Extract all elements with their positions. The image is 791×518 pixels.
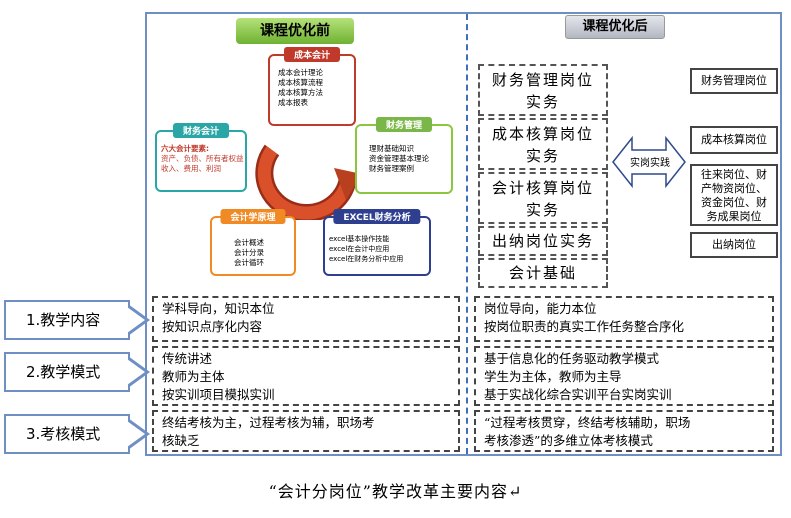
double-arrow-icon xyxy=(612,136,686,188)
row-line: 按实训项目模拟实训 xyxy=(162,387,275,402)
row-line: 按知识点序化内容 xyxy=(162,319,263,334)
row-before-teaching-mode: 传统讲述 教师为主体 按实训项目模拟实训 xyxy=(152,346,460,406)
card-accounting-principles: 会计学原理 会计概述 会计分录 会计循环 xyxy=(210,209,296,276)
post-line: 成本核算岗位 xyxy=(491,125,594,143)
card-line: 六大会计要素: xyxy=(161,144,209,153)
rpost-line: 出纳岗位 xyxy=(712,238,756,251)
card-line: 资产、负债、所有者权益 xyxy=(161,154,244,163)
rpost-cashier: 出纳岗位 xyxy=(690,232,778,258)
card-financial-accounting: 财务会计 六大会计要素: 资产、负债、所有者权益 收入、费用、利润 xyxy=(155,123,247,192)
post-line: 会计基础 xyxy=(508,264,577,282)
row-before-assessment-mode: 终结考核为主，过程考核为辅，职场考 核缺乏 xyxy=(152,410,460,452)
row-line: 基于实战化综合实训平台实岗实训 xyxy=(484,387,672,402)
card-title: EXCEL财务分析 xyxy=(333,209,421,224)
row-after-teaching-mode: 基于信息化的任务驱动教学模式 学生为主体，教师为主导 基于实战化综合实训平台实岗… xyxy=(474,346,774,406)
post-line: 财务管理岗位 xyxy=(491,71,594,89)
rpost-cost-accounting: 成本核算岗位 xyxy=(690,126,778,154)
post-basics: 会计基础 xyxy=(478,258,608,288)
row-line: 考核渗透”的多维立体考核模式 xyxy=(484,433,653,448)
row-line: 核缺乏 xyxy=(162,433,200,448)
row-after-assessment-mode: “过程考核贯穿，终结考核辅助，职场 考核渗透”的多维立体考核模式 xyxy=(474,410,774,452)
row-line: 学生为主体，教师为主导 xyxy=(484,369,622,384)
row-line: 学科导向，知识本位 xyxy=(162,301,275,316)
row-line: “过程考核贯穿，终结考核辅助，职场 xyxy=(484,415,691,430)
card-body: excel基本操作技能 excel在会计中应用 excel在财务分析中应用 xyxy=(329,234,403,264)
row-line: 基于信息化的任务驱动教学模式 xyxy=(484,351,660,366)
rpost-line: 产物资岗位、 xyxy=(701,182,767,195)
card-body: 成本会计理论 成本核算流程 成本核算方法 成本报表 xyxy=(278,68,323,108)
post-line: 实务 xyxy=(525,201,560,219)
row-label-arrow-fill xyxy=(127,421,145,447)
post-cashier: 出纳岗位实务 xyxy=(478,226,608,256)
card-line: 收入、费用、利润 xyxy=(161,164,221,173)
post-cost-accounting: 成本核算岗位 实务 xyxy=(478,118,608,170)
post-financial-management: 财务管理岗位 实务 xyxy=(478,64,608,116)
card-line: excel在会计中应用 xyxy=(329,245,390,253)
card-line: 会计分录 xyxy=(234,248,264,257)
row-label-arrow-fill xyxy=(127,307,145,333)
post-line: 实务 xyxy=(525,93,560,111)
row-line: 终结考核为主，过程考核为辅，职场考 xyxy=(162,415,375,430)
after-title: 课程优化后 xyxy=(565,15,665,39)
row-label-assessment-mode: 3.考核模式 xyxy=(4,414,130,454)
card-line: 财务管理案例 xyxy=(369,164,414,173)
card-line: 成本报表 xyxy=(278,98,308,107)
row-after-teaching-content: 岗位导向，能力本位 按岗位职责的真实工作任务整合序化 xyxy=(474,296,774,342)
card-excel-analysis: EXCEL财务分析 excel基本操作技能 excel在会计中应用 excel在… xyxy=(323,209,431,276)
card-line: 理财基础知识 xyxy=(369,144,414,153)
row-line: 传统讲述 xyxy=(162,351,213,366)
training-label: 实岗实践 xyxy=(630,158,670,169)
before-title: 课程优化前 xyxy=(236,18,354,44)
figure-caption: “会计分岗位”教学改革主要内容↵ xyxy=(268,482,523,501)
rpost-line: 成本核算岗位 xyxy=(701,133,767,146)
card-line: 成本核算流程 xyxy=(278,78,323,87)
row-line: 按岗位职责的真实工作任务整合序化 xyxy=(484,319,685,334)
rpost-line: 资金岗位、财 xyxy=(701,196,767,209)
row-label-teaching-mode: 2.教学模式 xyxy=(4,352,130,392)
card-line: 会计循环 xyxy=(234,258,264,267)
cycle-arrow-icon xyxy=(255,144,362,220)
rpost-line: 务成果岗位 xyxy=(706,210,762,223)
card-cost-accounting: 成本会计 成本会计理论 成本核算流程 成本核算方法 成本报表 xyxy=(268,47,356,126)
post-line: 会计核算岗位 xyxy=(491,179,594,197)
card-line: 成本会计理论 xyxy=(278,68,323,77)
card-body: 六大会计要素: 资产、负债、所有者权益 收入、费用、利润 xyxy=(161,144,244,174)
row-line: 岗位导向，能力本位 xyxy=(484,301,597,316)
card-title: 财务管理 xyxy=(375,117,433,132)
card-body: 会计概述 会计分录 会计循环 xyxy=(234,238,264,268)
rpost-accounting-group: 往来岗位、财 产物资岗位、 资金岗位、财 务成果岗位 xyxy=(690,164,778,226)
rpost-line: 财务管理岗位 xyxy=(701,74,767,87)
card-line: excel在财务分析中应用 xyxy=(329,255,404,263)
card-title: 成本会计 xyxy=(283,47,341,62)
row-line: 教师为主体 xyxy=(162,369,225,384)
rpost-financial-management: 财务管理岗位 xyxy=(690,68,778,94)
center-divider xyxy=(466,14,468,454)
card-financial-management: 财务管理 理财基础知识 资金管理基本理论 财务管理案例 xyxy=(355,117,453,194)
post-accounting: 会计核算岗位 实务 xyxy=(478,172,608,224)
card-line: 资金管理基本理论 xyxy=(369,154,429,163)
card-line: excel基本操作技能 xyxy=(329,235,390,243)
card-title: 财务会计 xyxy=(172,123,230,138)
card-body: 理财基础知识 资金管理基本理论 财务管理案例 xyxy=(369,144,429,174)
row-label-arrow-fill xyxy=(127,359,145,385)
card-line: 会计概述 xyxy=(234,238,264,247)
row-before-teaching-content: 学科导向，知识本位 按知识点序化内容 xyxy=(152,296,460,342)
post-line: 实务 xyxy=(525,147,560,165)
rpost-line: 往来岗位、财 xyxy=(701,168,767,181)
card-title: 会计学原理 xyxy=(220,209,286,224)
row-label-teaching-content: 1.教学内容 xyxy=(4,300,130,340)
card-line: 成本核算方法 xyxy=(278,88,323,97)
post-line: 出纳岗位实务 xyxy=(491,232,594,250)
